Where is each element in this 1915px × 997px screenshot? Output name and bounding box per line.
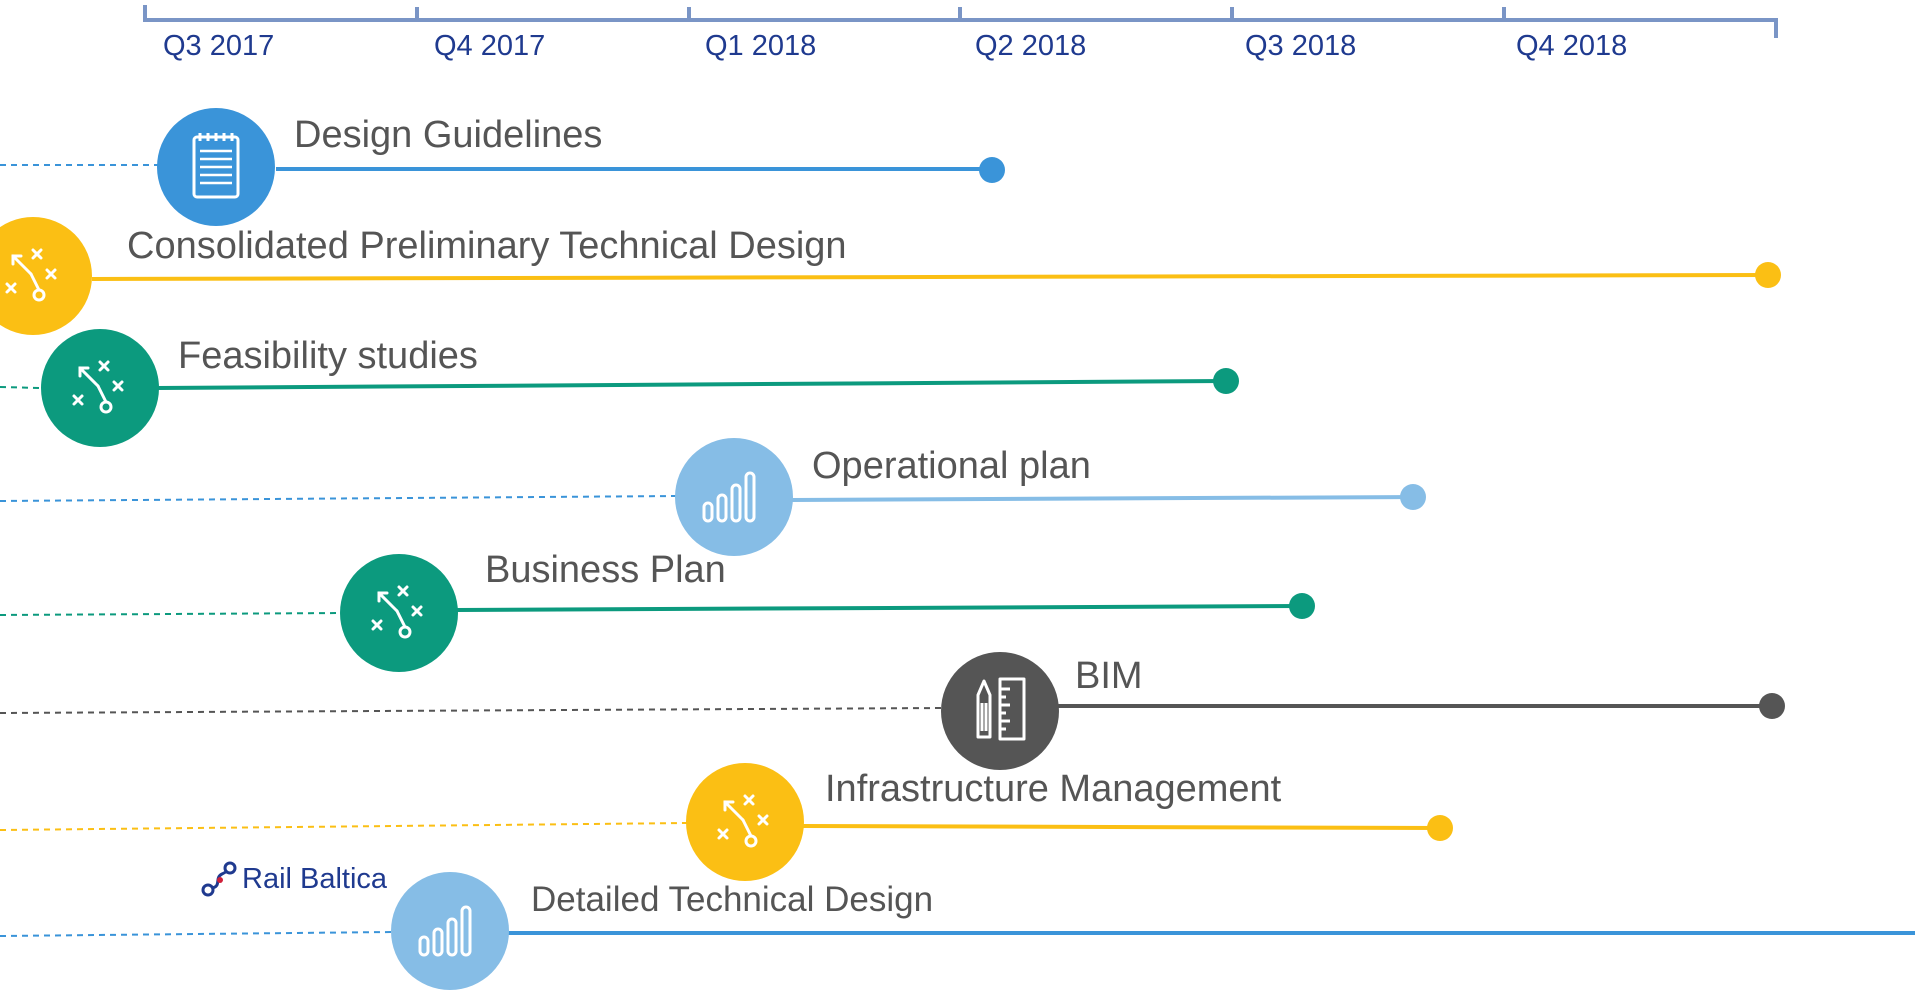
end-milestone-dot [1759,693,1785,719]
duration-line [91,273,1769,281]
strategy-play-icon [41,329,159,447]
strategy-play-icon [686,763,804,881]
end-milestone-dot [1400,484,1426,510]
bar-chart-icon [391,872,509,990]
lead-in-dashed-line [0,707,943,714]
lead-in-dashed-line [0,386,41,389]
milestone-label: Infrastructure Management [825,768,1282,810]
duration-line [791,495,1414,502]
quarter-label: Q2 2018 [975,30,1087,62]
milestone-label: Operational plan [812,445,1091,487]
end-milestone-dot [979,157,1005,183]
quarter-label: Q3 2017 [163,30,275,62]
strategy-play-icon [340,554,458,672]
quarter-label: Q4 2017 [434,30,546,62]
strategy-play-icon [0,217,92,335]
quarter-label: Q4 2018 [1516,30,1628,62]
end-milestone-dot [1427,815,1453,841]
pencil-ruler-icon [941,652,1059,770]
duration-line [456,604,1303,612]
lead-in-dashed-line [0,612,343,616]
notepad-icon [157,108,275,226]
milestone-label: Feasibility studies [178,335,478,377]
duration-line [156,379,1227,390]
lead-in-dashed-line [0,495,677,502]
quarter-label: Q1 2018 [705,30,817,62]
end-milestone-dot [1755,262,1781,288]
quarter-label: Q3 2018 [1245,30,1357,62]
lead-in-dashed-line [0,822,688,831]
milestone-label: Consolidated Preliminary Technical Desig… [127,225,847,267]
milestone-label: BIM [1075,655,1143,697]
end-milestone-dot [1289,593,1315,619]
bar-chart-icon [675,438,793,556]
rail-baltica-logo-icon [201,861,237,897]
end-milestone-dot [1213,368,1239,394]
milestone-label: Detailed Technical Design [531,880,934,919]
lead-in-dashed-line [0,931,393,937]
brand-name: Rail Baltica [242,862,388,895]
milestone-label: Business Plan [485,549,726,591]
duration-line [802,824,1441,830]
brand-logo: Rail Baltica [200,860,387,898]
milestone-label: Design Guidelines [294,114,603,156]
